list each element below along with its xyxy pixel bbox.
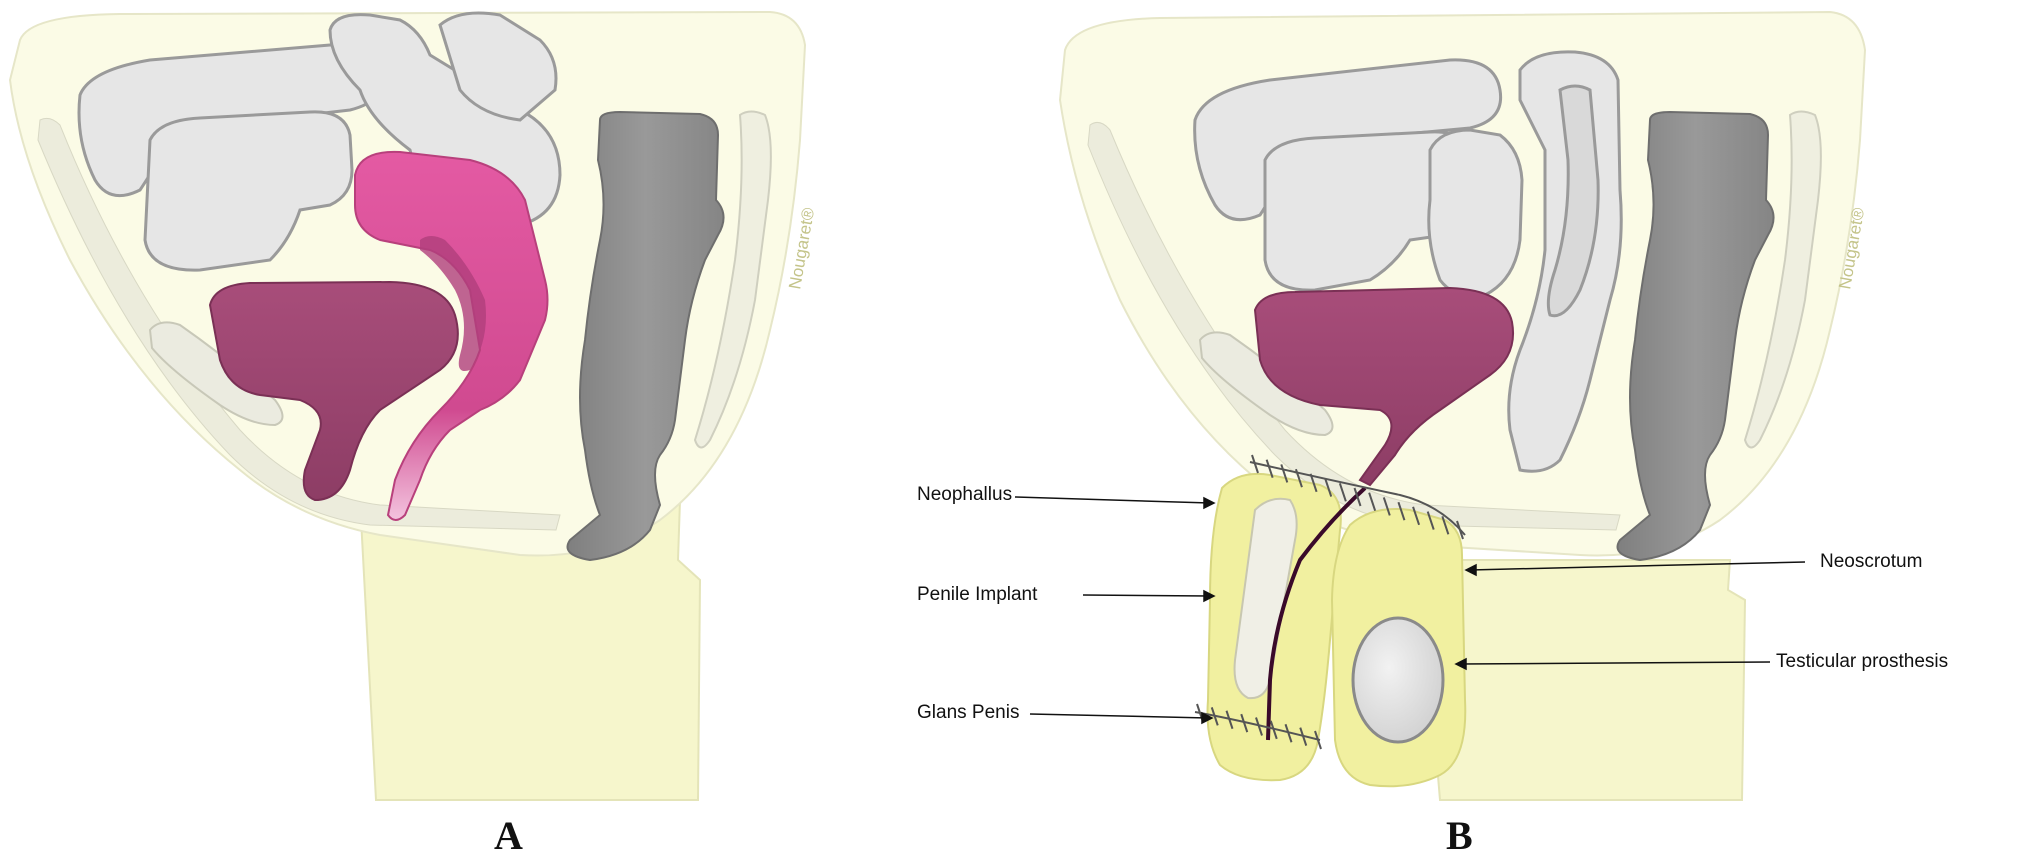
panel-b-illustration: Nougaret® bbox=[1058, 10, 1868, 801]
neo-urethra bbox=[1266, 486, 1367, 741]
suture-lines bbox=[1194, 454, 1466, 750]
label-penile-implant: Penile Implant bbox=[917, 584, 1038, 605]
panel-b-bladder bbox=[1253, 286, 1514, 487]
panel-a-bladder bbox=[208, 280, 459, 502]
panel-a-pubic-symphysis bbox=[148, 321, 284, 427]
suture-stitch bbox=[1284, 723, 1293, 743]
suture-stitch bbox=[1324, 478, 1333, 497]
testicular-prosthesis-pointer bbox=[1454, 657, 1771, 671]
suture-stitch bbox=[1353, 487, 1362, 507]
suture-stitch bbox=[1294, 468, 1303, 488]
suture-stitch bbox=[1255, 717, 1263, 736]
panel-b-thigh bbox=[1418, 559, 1747, 801]
suture-stitch bbox=[1210, 707, 1219, 726]
suture-stitch bbox=[1441, 515, 1450, 535]
panel-a-illustration: Nougaret® bbox=[8, 10, 818, 801]
panel-b-rectum bbox=[1616, 110, 1775, 562]
panel-b-sacrum bbox=[1743, 110, 1822, 449]
glans-penis-pointer bbox=[1029, 711, 1214, 725]
suture-stitch bbox=[1426, 511, 1435, 530]
suture-stitch bbox=[1299, 727, 1308, 746]
suture-stitch bbox=[1382, 497, 1391, 516]
neophallus-pointer bbox=[1014, 496, 1216, 510]
suture-stitch bbox=[1265, 459, 1274, 479]
suture-stitch bbox=[1338, 482, 1347, 502]
panel-b-pubic-symphysis bbox=[1198, 331, 1334, 437]
testicular-prosthesis bbox=[1351, 616, 1445, 744]
panel-a-sacrum bbox=[693, 110, 772, 449]
suture-stitch bbox=[1456, 520, 1464, 540]
suture-stitch bbox=[1280, 464, 1289, 483]
label-glans-penis: Glans Penis bbox=[917, 702, 1020, 723]
suture-stitch bbox=[1397, 501, 1406, 521]
panel-b-bowel bbox=[1193, 50, 1623, 473]
callout-lines bbox=[1014, 496, 1806, 725]
suture-stitch bbox=[1412, 506, 1421, 526]
suture-stitch bbox=[1368, 492, 1377, 512]
panel-a-rectum bbox=[566, 110, 725, 562]
panel-label-b: B bbox=[1446, 813, 1473, 858]
panel-a-pelvic-floor bbox=[37, 117, 561, 531]
label-testicular-prosthesis: Testicular prosthesis bbox=[1776, 651, 1949, 672]
suture-stitch bbox=[1269, 720, 1278, 740]
suture-stitch bbox=[1309, 473, 1318, 493]
penile-implant-pointer bbox=[1082, 589, 1216, 603]
suture-stitch bbox=[1225, 710, 1234, 730]
panel-b-pelvic-floor bbox=[1087, 121, 1621, 531]
suture-stitch bbox=[1251, 454, 1259, 474]
panel-label-a: A bbox=[494, 813, 523, 858]
panel-a-uterine-cavity bbox=[420, 236, 486, 371]
suture-stitch bbox=[1314, 730, 1322, 750]
neoscrotum-pointer bbox=[1464, 561, 1806, 577]
label-neophallus: Neophallus bbox=[917, 484, 1013, 505]
suture-stitch bbox=[1240, 713, 1249, 733]
label-neoscrotum: Neoscrotum bbox=[1820, 551, 1923, 572]
